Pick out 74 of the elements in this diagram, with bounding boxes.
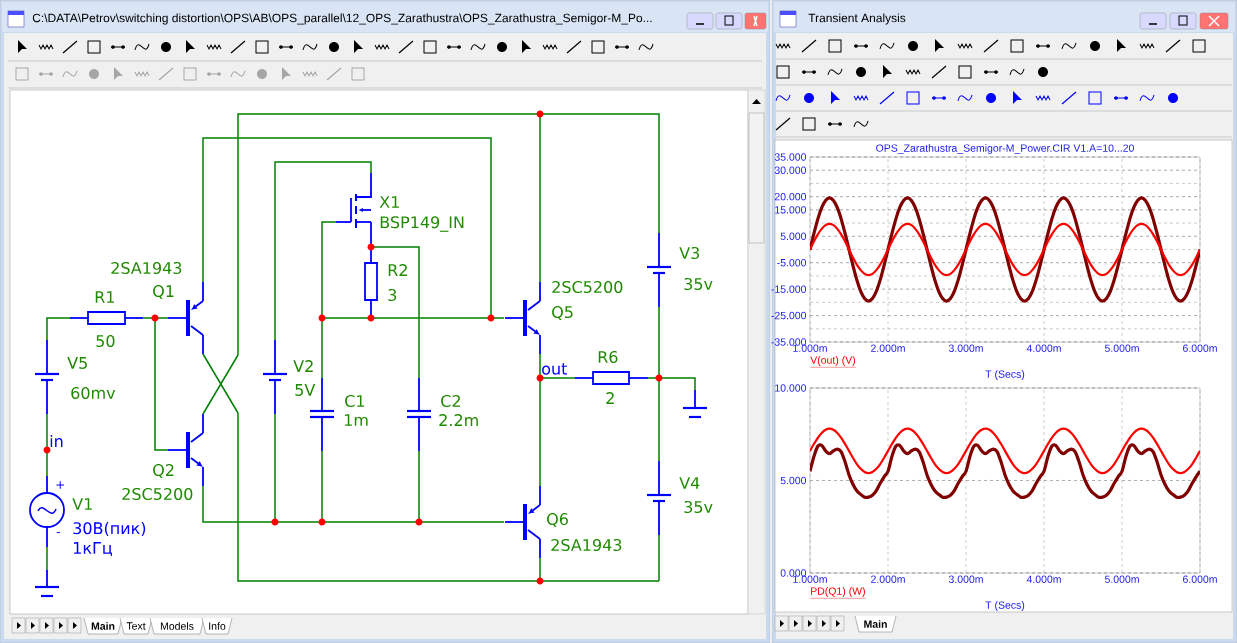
y-tick-label: -25.000 [771, 311, 807, 320]
component-label: 2SC5200 [122, 487, 193, 501]
component-label: Q5 [552, 306, 573, 320]
tab: Main [854, 615, 897, 633]
component-label: Q1 [153, 285, 174, 299]
component-label: X1 [379, 196, 399, 208]
component-label: 2.2m [439, 414, 478, 426]
x-tick-label: 1.000m [793, 575, 827, 583]
component-label: V1 [72, 498, 92, 510]
x-tick-label: 4.000m [1026, 344, 1061, 352]
chart-title: OPS_Zarathustra_Semigor-M_Power.CIR V1.A=10...20 [876, 144, 1134, 154]
component-label: BSP149_IN [380, 216, 464, 232]
x-tick-label: 6.000m [1183, 575, 1217, 583]
x-tick-label: 3.000m [948, 344, 983, 352]
component-label: V3 [679, 246, 700, 260]
component-label: 60mv [71, 386, 116, 400]
component-label: Q2 [153, 464, 174, 478]
component-label: 3 [388, 288, 397, 302]
x-tick-label: 1.000m [793, 344, 827, 352]
component-label: V2 [293, 360, 313, 372]
x-tick-label: 5.000m [1104, 344, 1139, 352]
y-tick-label: -15.000 [771, 285, 807, 293]
y-tick-label: 20.000 [774, 192, 807, 201]
y-tick-label: 5.000 [780, 232, 807, 241]
axis-title: T (Secs) [985, 601, 1025, 611]
component-label: C2 [441, 394, 460, 408]
net-label: out [542, 363, 568, 375]
y-tick-label: 15.000 [775, 206, 807, 214]
x-tick-label: 6.000m [1183, 344, 1217, 352]
x-tick-label: 2.000m [871, 344, 905, 352]
line-series [810, 443, 1201, 499]
x-tick-label: 4.000m [1026, 575, 1061, 583]
title-bar: C:\DATA\Petrov\switching distortion\OPS\AB\OPS_parallel\12_OPS_Zarathustra\OPS_Zarathustra_Semigor-M_Po... [2, 2, 768, 32]
component-label: 50 [96, 334, 115, 348]
component-label: Q6 [547, 513, 568, 527]
component-label: R2 [388, 264, 407, 276]
net-label: in [50, 434, 63, 448]
y-tick-label: 30.000 [774, 166, 807, 174]
component-label: 35v [684, 500, 713, 514]
x-tick-label: 5.000m [1104, 575, 1139, 583]
y-tick-label: 35.000 [774, 153, 807, 161]
y-tick-label: 0.000 [780, 569, 807, 577]
tab: Main [83, 617, 123, 635]
component-label: V5 [67, 357, 87, 369]
component-label: 2SC5200 [552, 280, 623, 294]
y-tick-label: -5.000 [777, 259, 807, 267]
curve-label: PD(Q1) (W) [810, 587, 866, 599]
component-label: 1m [344, 414, 368, 426]
polarity-sign: + [56, 481, 64, 489]
component-label: R1 [95, 291, 115, 303]
y-tick-label: 10.000 [775, 384, 807, 392]
component-label: 2SA1943 [111, 261, 182, 275]
tab: Models [149, 617, 205, 635]
line-series [810, 427, 1201, 475]
tab: Info [201, 617, 233, 635]
component-label: V4 [679, 477, 700, 489]
axis-title: T (Secs) [985, 370, 1025, 380]
component-label: C1 [345, 394, 365, 408]
component-label: 1кГц [73, 542, 112, 556]
x-tick-label: 3.000m [948, 575, 983, 583]
line-series [810, 222, 1201, 277]
component-label: 30В(пик) [73, 521, 146, 537]
polarity-sign: - [56, 532, 60, 534]
y-tick-label: 5.000 [780, 476, 807, 485]
component-label: R6 [598, 350, 618, 364]
y-tick-label: -35.000 [771, 338, 807, 346]
tab: Text [119, 617, 153, 635]
component-label: 2 [606, 392, 614, 404]
component-label: 5V [295, 384, 316, 396]
x-tick-label: 2.000m [871, 575, 905, 583]
curve-label: V(out) (V) [810, 356, 856, 368]
line-series [810, 196, 1201, 303]
component-label: 35v [684, 277, 713, 291]
component-label: 2SA1943 [551, 538, 622, 552]
